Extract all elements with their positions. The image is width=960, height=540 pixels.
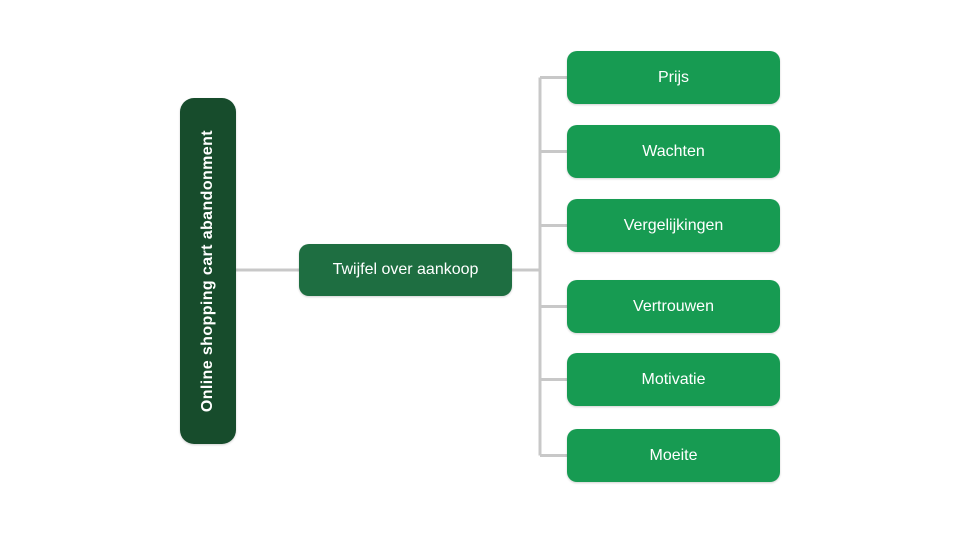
root-node-label: Online shopping cart abandonment: [199, 129, 216, 413]
root-node[interactable]: Online shopping cart abandonment: [180, 98, 236, 444]
leaf-node-label: Prijs: [657, 68, 690, 86]
level1-node-label: Twijfel over aankoop: [332, 261, 479, 278]
leaf-node-vergelijkingen[interactable]: Vergelijkingen: [567, 199, 780, 252]
leaf-node-motivatie[interactable]: Motivatie: [567, 353, 780, 406]
leaf-node-label: Wachten: [642, 142, 705, 160]
leaf-node-label: Moeite: [649, 446, 698, 464]
leaf-node-label: Motivatie: [641, 370, 706, 388]
leaf-node-wachten[interactable]: Wachten: [567, 125, 780, 178]
leaf-node-label: Vertrouwen: [633, 297, 714, 315]
leaf-node-label: Vergelijkingen: [623, 216, 724, 234]
leaf-node-moeite[interactable]: Moeite: [567, 429, 780, 482]
leaf-node-vertrouwen[interactable]: Vertrouwen: [567, 280, 780, 333]
leaf-node-prijs[interactable]: Prijs: [567, 51, 780, 104]
level1-node[interactable]: Twijfel over aankoop: [299, 244, 512, 296]
